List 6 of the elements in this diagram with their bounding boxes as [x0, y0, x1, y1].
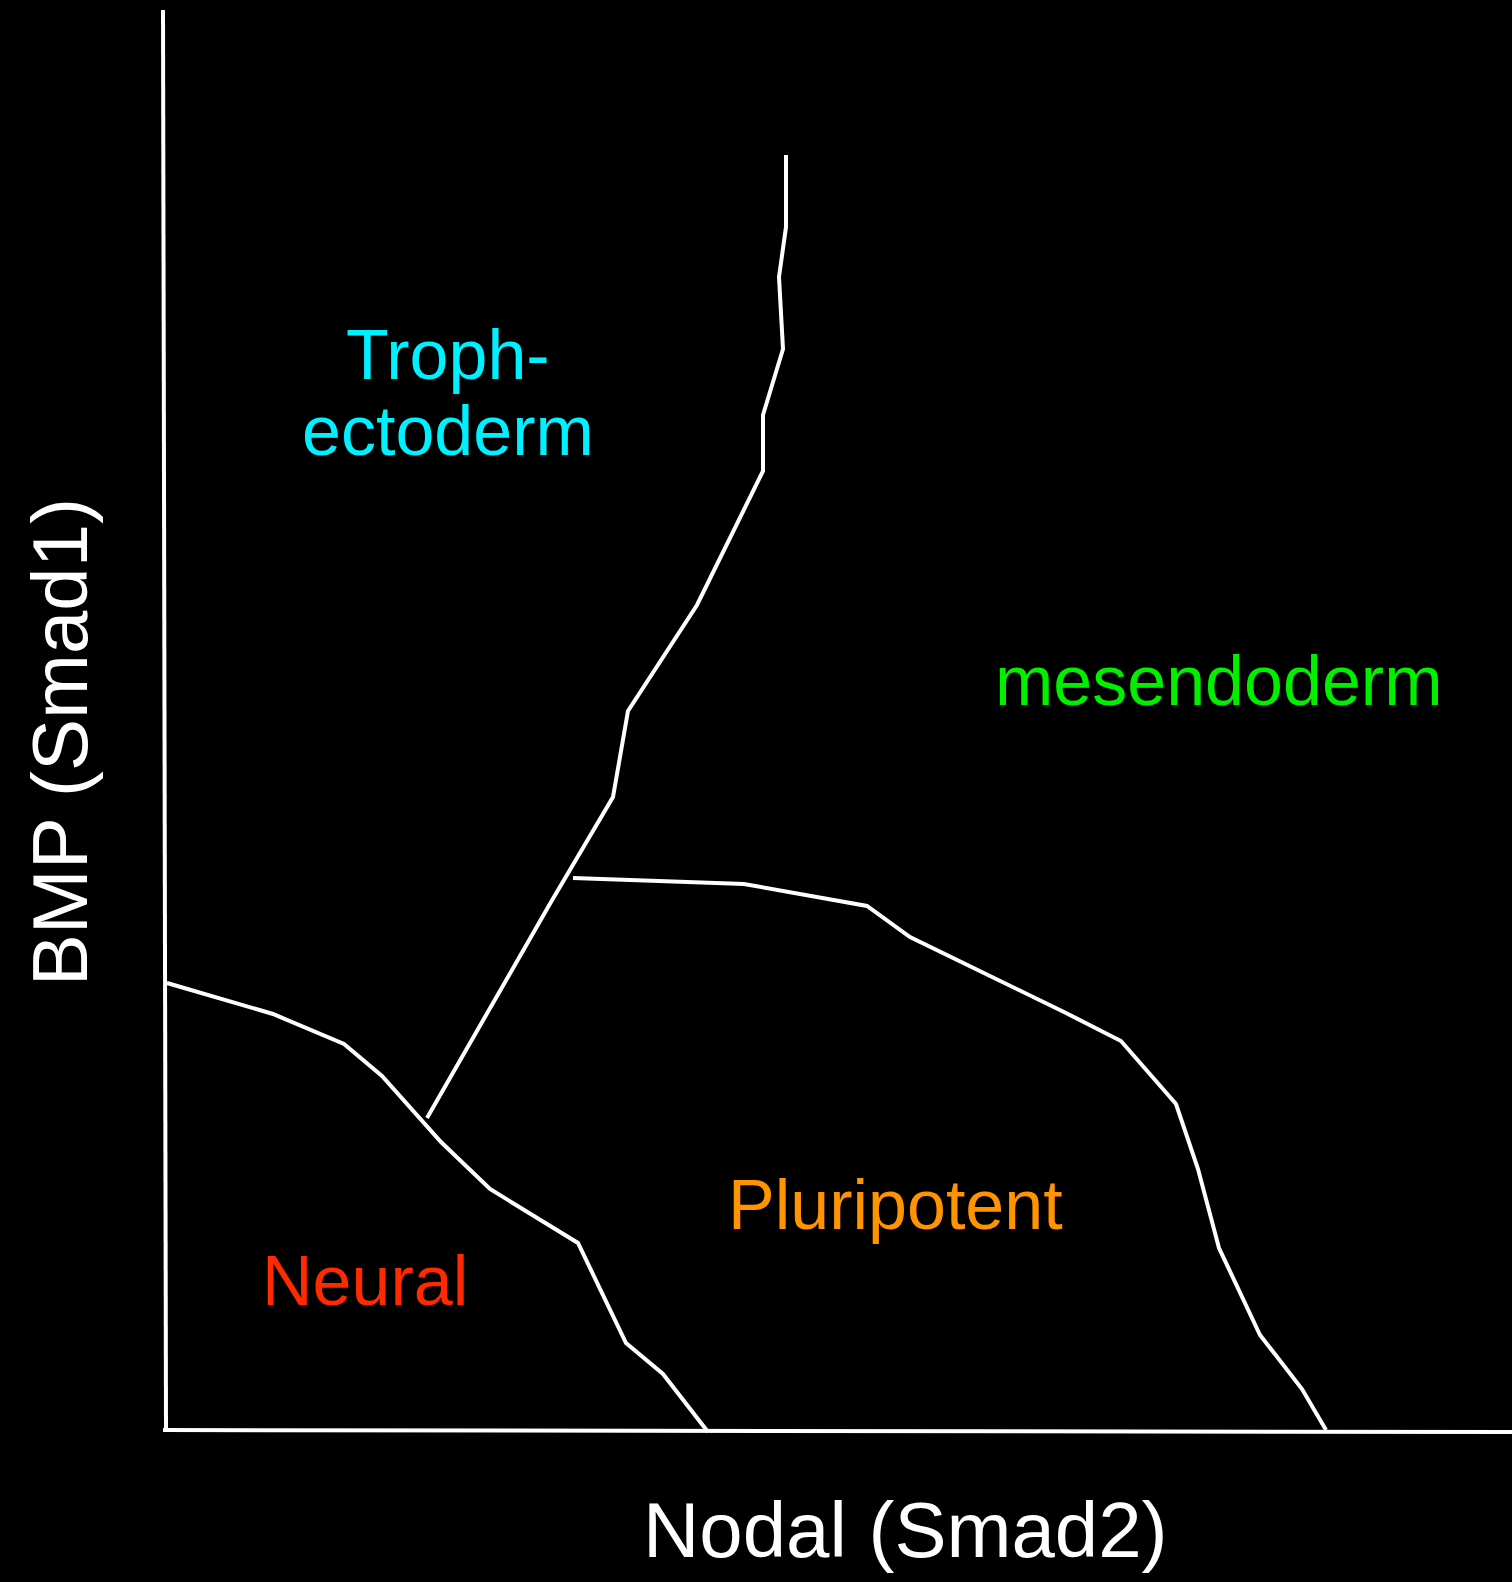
region-label: Neural	[262, 1244, 469, 1320]
region-label: Pluripotent	[728, 1168, 1063, 1244]
axis-title: Nodal (Smad2)	[643, 1488, 1168, 1573]
region-label: Troph- ectoderm	[302, 318, 594, 470]
region-label: mesendoderm	[995, 644, 1443, 720]
axis-title: BMP (Smad1)	[18, 497, 103, 987]
